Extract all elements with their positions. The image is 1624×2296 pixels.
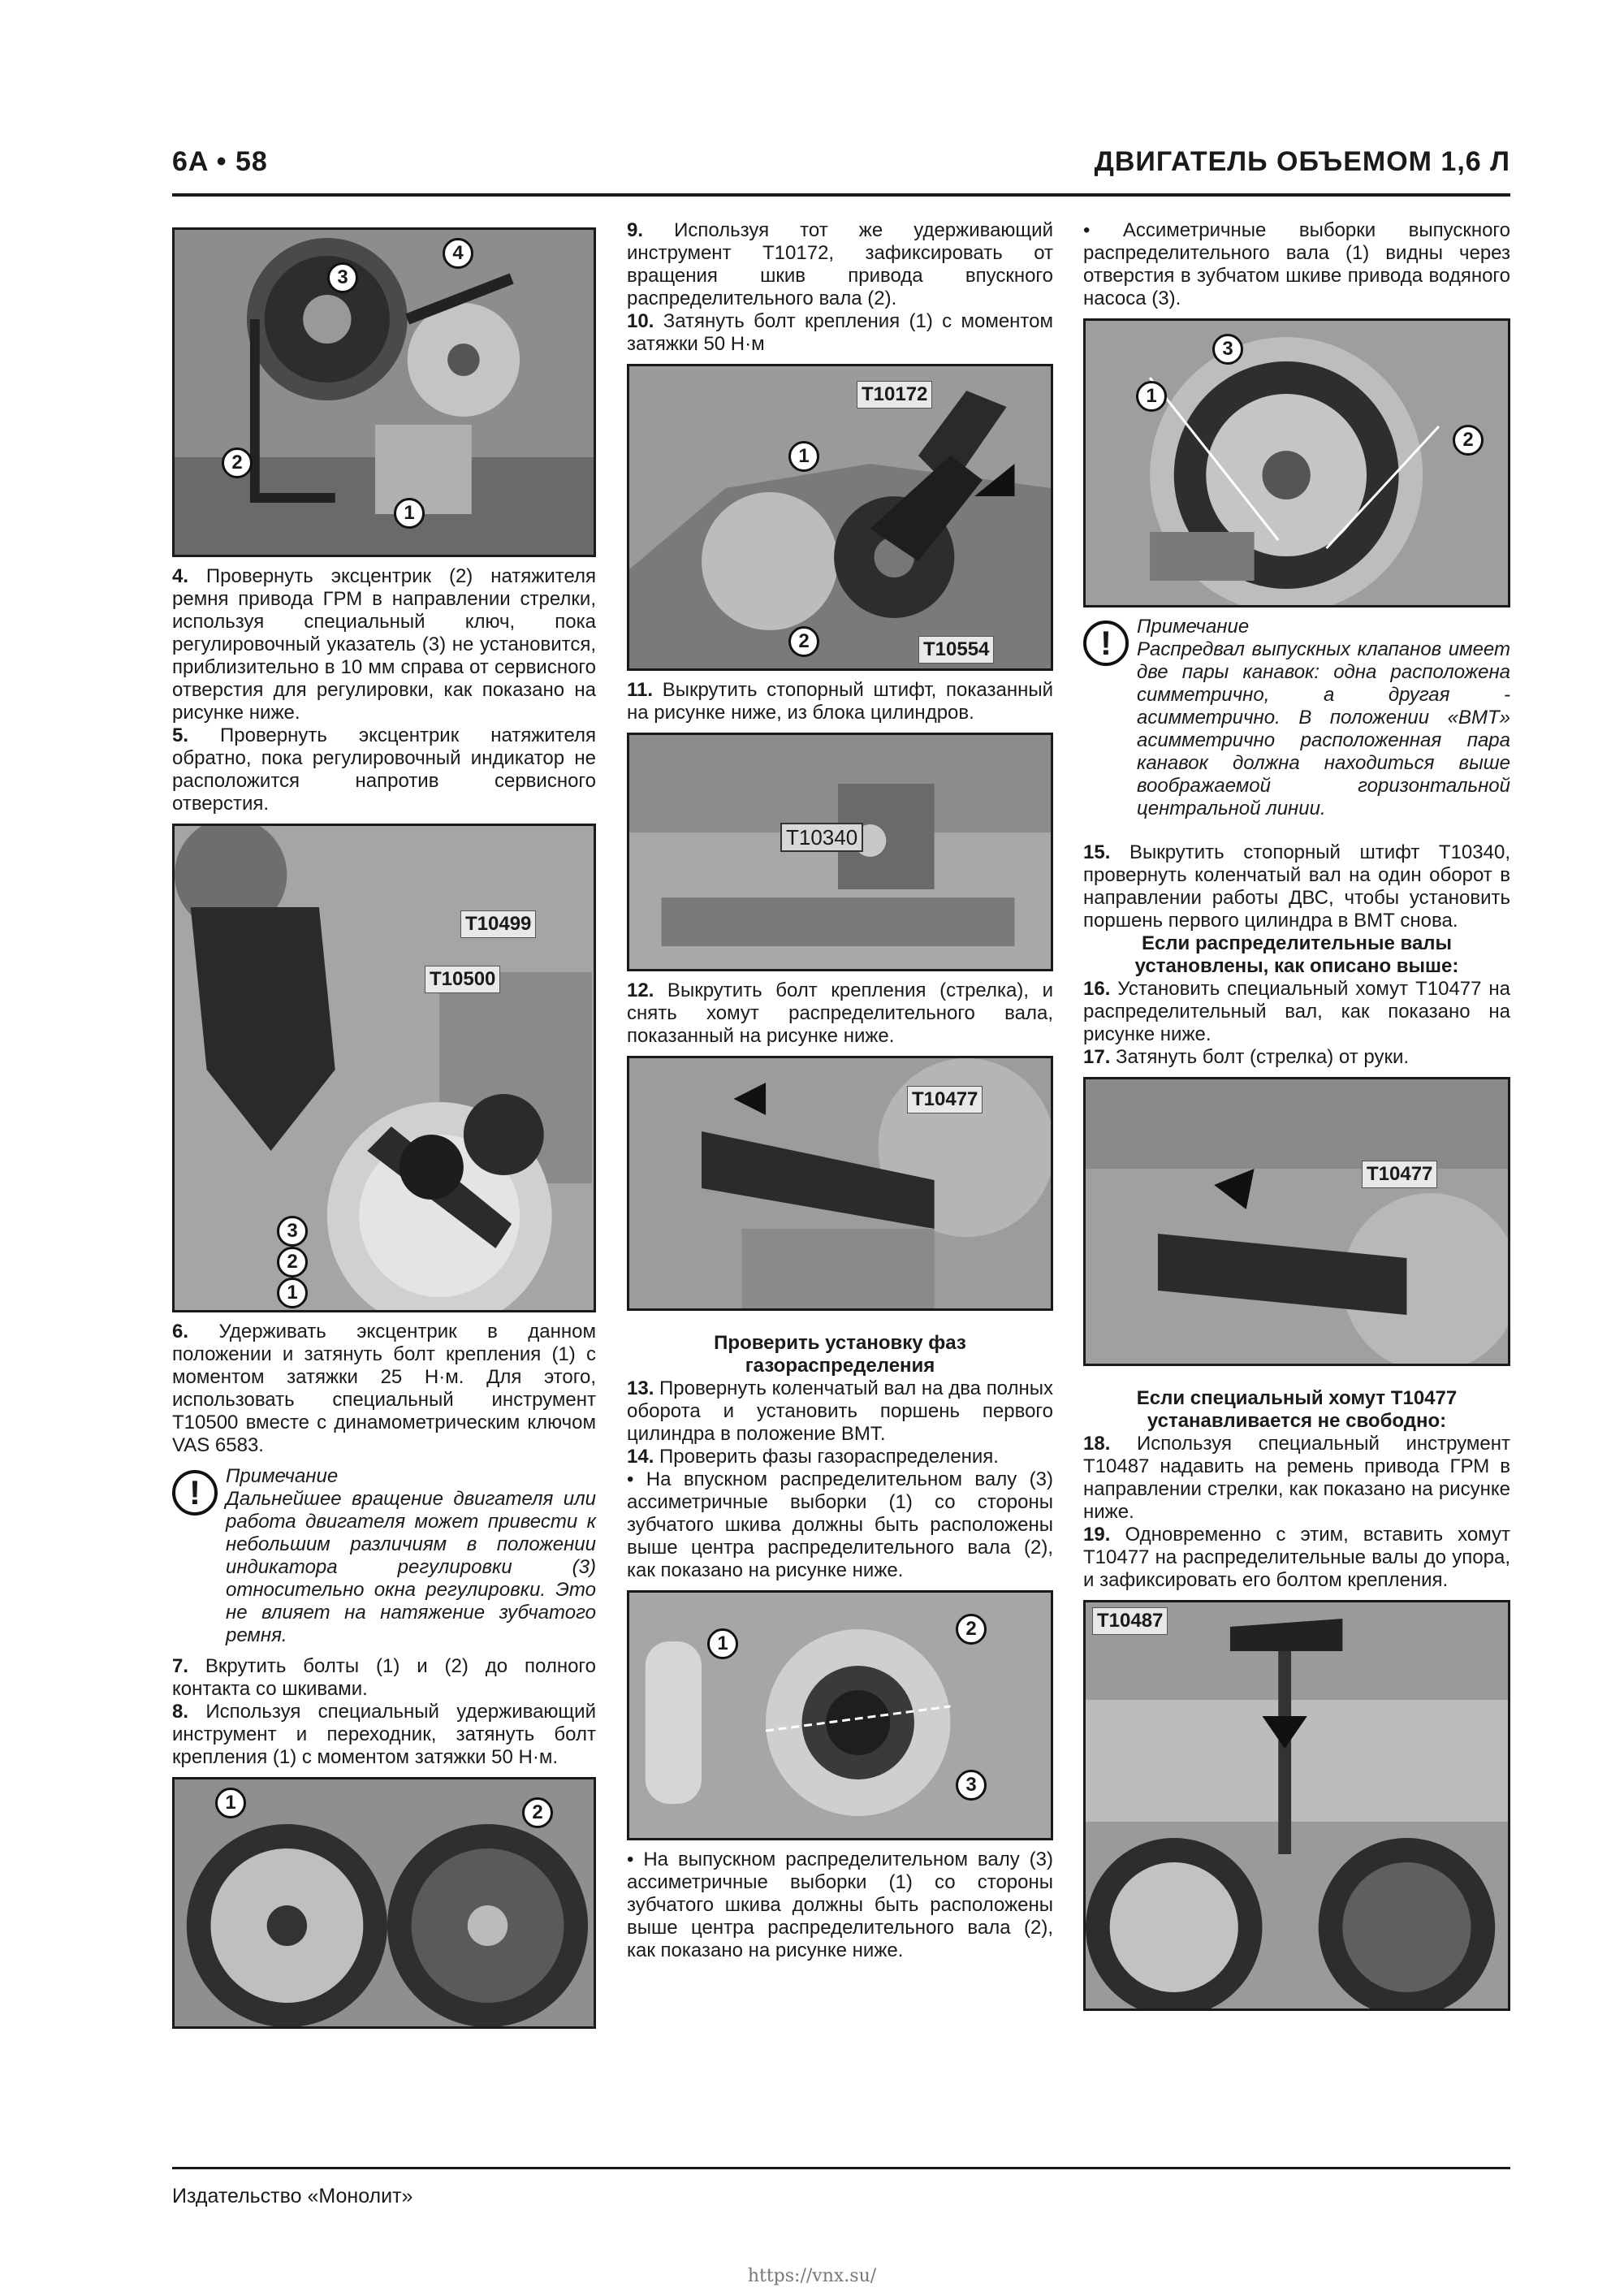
tool-label-t10340: T10340 <box>780 823 864 852</box>
bullet-exhaust-camshaft: На выпускном распределительном валу (3) … <box>627 1848 1053 1962</box>
figure-camshaft-pulleys: 1 2 <box>172 1777 596 2029</box>
step-19: 19. Одновременно с этим, вставить хомут … <box>1083 1524 1510 1591</box>
callout-1: 1 <box>788 441 819 472</box>
figure-intake-camshaft-grooves: 1 2 3 <box>627 1590 1053 1840</box>
condition-clamp-not-free: Если специальный хомут T10477 устанавлив… <box>1136 1387 1458 1432</box>
callout-2: 2 <box>788 626 819 657</box>
tool-label-t10554: T10554 <box>918 636 995 664</box>
figure-tensioner-tools: T10499 T10500 3 2 1 <box>172 824 596 1312</box>
header-rule <box>172 193 1510 197</box>
tool-label-t10172: T10172 <box>857 381 933 409</box>
step-16: 16. Установить специальный хомут T10477 … <box>1083 978 1510 1045</box>
step-14: 14. Проверить фазы газораспределения. <box>627 1446 999 1468</box>
figure-tool-t10487-belt: T10487 <box>1083 1600 1510 2011</box>
callout-2: 2 <box>956 1614 987 1645</box>
column-1: 3 4 2 1 4. Провернуть эксцентрик (2) нат… <box>172 219 596 2037</box>
tool-label-t10500: T10500 <box>425 966 501 993</box>
step-6: 6. Удерживать эксцентрик в данном положе… <box>172 1321 596 1456</box>
note-block: ! Примечание Распредвал выпускных клапан… <box>1083 616 1510 820</box>
bullet-exhaust-grooves-visible: Ассиметричные выборки выпускного распред… <box>1083 219 1510 310</box>
callout-1: 1 <box>707 1628 738 1659</box>
exclamation-icon: ! <box>1083 620 1129 666</box>
callout-2: 2 <box>1453 425 1484 456</box>
source-url[interactable]: https://vnx.su/ <box>747 2266 877 2286</box>
callout-4: 4 <box>443 238 473 269</box>
note-text: Распредвал выпускных клапанов имеет две … <box>1137 638 1510 819</box>
tool-label-t10499: T10499 <box>460 910 537 938</box>
step-8: 8. Используя специальный удерживающий ин… <box>172 1701 596 1768</box>
callout-3: 3 <box>327 262 358 293</box>
page-number: 6A • 58 <box>172 146 268 177</box>
tool-label-t10477: T10477 <box>1362 1161 1438 1188</box>
step-5: 5. Провернуть эксцентрик натяжителя обра… <box>172 724 596 815</box>
callout-2: 2 <box>522 1797 553 1828</box>
step-9: 9. Используя тот же удерживающий инструм… <box>627 219 1053 309</box>
note-text: Дальнейшее вращение двигателя или работа… <box>226 1488 596 1646</box>
step-10: 10. Затянуть болт крепления (1) с момент… <box>627 310 1053 355</box>
step-11: 11. Выкрутить стопорный штифт, показанны… <box>627 679 1053 724</box>
figure-holding-tool-t10172: T10172 T10554 1 2 <box>627 364 1053 671</box>
figure-locking-pin-t10340: T10340 <box>627 733 1053 971</box>
callout-3: 3 <box>277 1216 308 1247</box>
column-2: 9. Используя тот же удерживающий инструм… <box>627 219 1053 1962</box>
chapter-title: ДВИГАТЕЛЬ ОБЪЕМОМ 1,6 Л <box>1094 146 1510 177</box>
tool-label-t10487: T10487 <box>1092 1607 1168 1635</box>
figure-clamp-t10477-installed: T10477 <box>1083 1077 1510 1366</box>
figure-camshaft-clamp-removal: T10477 <box>627 1056 1053 1311</box>
figure-water-pump-pulley: 3 1 2 <box>1083 318 1510 608</box>
note-title: Примечание <box>1137 616 1250 638</box>
callout-1: 1 <box>215 1788 246 1818</box>
step-7: 7. Вкрутить болты (1) и (2) до полного к… <box>172 1655 596 1700</box>
callout-3: 3 <box>1212 334 1243 365</box>
step-18: 18. Используя специальный инструмент T10… <box>1083 1433 1510 1523</box>
column-3: Ассиметричные выборки выпускного распред… <box>1083 219 1510 2019</box>
figure-timing-belt-tensioner: 3 4 2 1 <box>172 227 596 557</box>
callout-2: 2 <box>277 1247 308 1278</box>
callout-2: 2 <box>222 448 253 478</box>
bullet-intake-camshaft: На впускном распределительном валу (3) а… <box>627 1468 1053 1582</box>
step-12: 12. Выкрутить болт крепления (стрелка), … <box>627 979 1053 1047</box>
step-15: 15. Выкрутить стопорный штифт T10340, пр… <box>1083 841 1510 932</box>
exclamation-icon: ! <box>172 1470 218 1516</box>
publisher-name: Издательство «Монолит» <box>172 2185 413 2207</box>
condition-camshafts-installed: Если распределительные валы установлены,… <box>1134 932 1459 977</box>
callout-3: 3 <box>956 1770 987 1801</box>
callout-1: 1 <box>277 1278 308 1308</box>
callout-1: 1 <box>1136 381 1167 412</box>
step-4: 4. Провернуть эксцентрик (2) натяжителя … <box>172 565 596 724</box>
note-title: Примечание <box>226 1465 339 1487</box>
callout-1: 1 <box>394 498 425 529</box>
step-17: 17. Затянуть болт (стрелка) от руки. <box>1083 1046 1410 1068</box>
section-title-check-timing: Проверить установку фаз газораспределени… <box>714 1332 966 1377</box>
tool-label-t10477: T10477 <box>907 1086 983 1113</box>
note-block: ! Примечание Дальнейшее вращение двигате… <box>172 1465 596 1647</box>
footer-rule <box>172 2167 1510 2169</box>
step-13: 13. Провернуть коленчатый вал на два пол… <box>627 1377 1054 1445</box>
